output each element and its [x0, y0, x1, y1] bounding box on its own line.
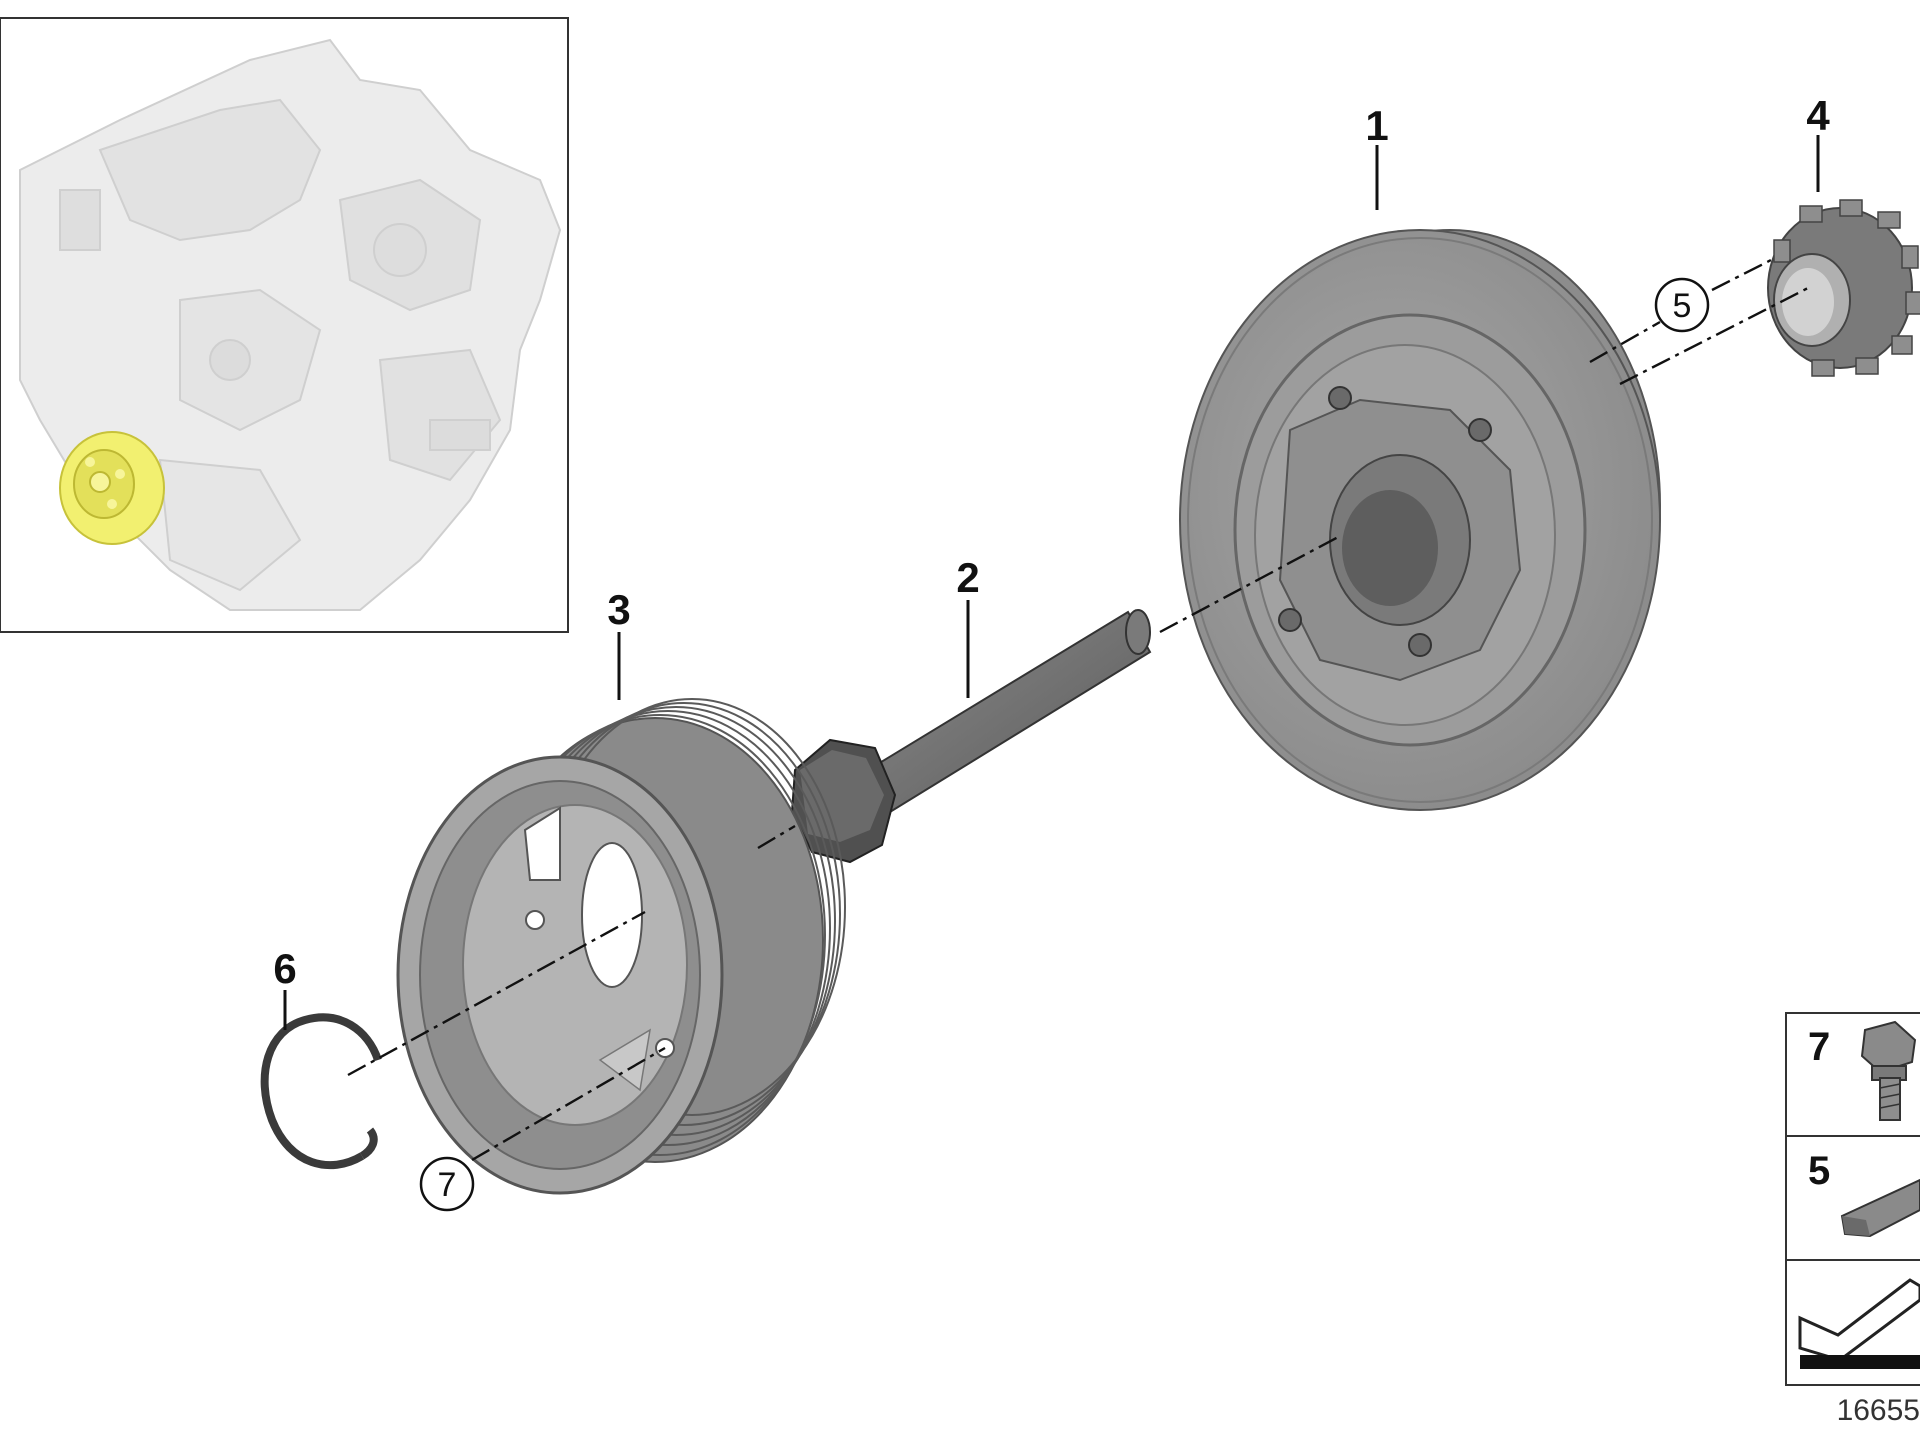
callout-4: 4 — [1806, 92, 1830, 139]
bolt-icon — [1860, 1020, 1917, 1121]
document-number: 16655 — [1837, 1394, 1920, 1427]
legend-panel: 7 5 — [1785, 1012, 1920, 1386]
snap-ring — [260, 1013, 382, 1170]
engine-locator-inset — [0, 17, 569, 633]
callout-3: 3 — [607, 586, 630, 633]
vibration-damper — [1179, 229, 1661, 811]
callout-6: 6 — [273, 945, 296, 992]
legend-label-5: 5 — [1808, 1149, 1830, 1193]
legend-label-7: 7 — [1808, 1025, 1830, 1069]
callout-1: 1 — [1365, 102, 1388, 149]
arrow-step-icon — [1798, 1278, 1920, 1369]
central-bolt — [790, 609, 1152, 864]
crankshaft-sprocket — [1767, 199, 1920, 377]
callout-labels: 1 4 2 3 6 5 7 — [273, 92, 1830, 1212]
circled-callout-5: 5 — [1654, 277, 1710, 333]
assembly-lines — [347, 256, 1809, 1162]
belt-pulley — [396, 698, 846, 1195]
callout-5: 5 — [1673, 287, 1692, 325]
circled-callout-7: 7 — [419, 1156, 475, 1212]
callout-7: 7 — [438, 1166, 457, 1204]
highlighted-pulley — [59, 431, 165, 545]
key-icon — [1840, 1178, 1920, 1238]
leader-lines — [283, 135, 1820, 1030]
callout-2: 2 — [956, 554, 979, 601]
